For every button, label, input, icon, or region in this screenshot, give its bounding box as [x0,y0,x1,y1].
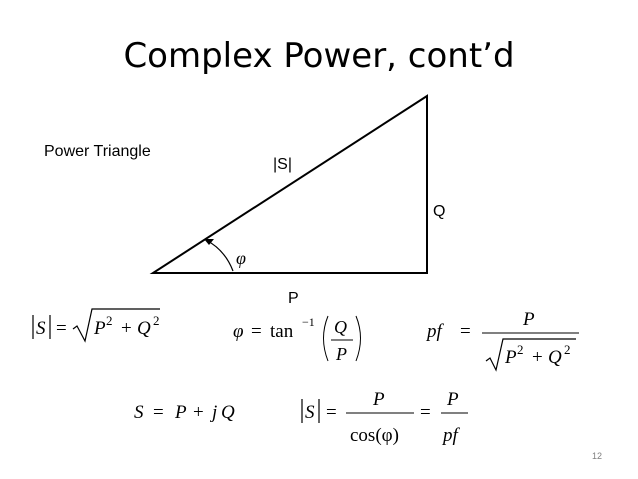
svg-text:P: P [504,347,517,368]
svg-text:2: 2 [106,313,113,328]
equation-magnitude: S = P 2 + Q 2 [32,308,160,343]
svg-text:=: = [460,321,471,342]
svg-text:P: P [174,402,187,423]
svg-text:=: = [251,321,262,342]
svg-text:2: 2 [564,342,571,357]
svg-text:S: S [134,402,144,423]
svg-text:Q: Q [548,347,562,368]
slide-title: Complex Power, cont’d [123,36,515,76]
svg-text:tan: tan [270,321,294,342]
power-triangle-label: Power Triangle [44,143,151,160]
page-number: 12 [591,451,602,461]
svg-text:P: P [335,344,347,364]
reactive-power-label: Q [433,203,446,220]
svg-text:=: = [56,318,67,339]
hypotenuse-label: |S| [273,156,292,173]
svg-text:2: 2 [517,342,524,357]
angle-symbol: φ [236,248,246,268]
equation-complex-power: S = P + j Q [134,402,235,423]
svg-text:P: P [372,389,385,410]
svg-text:P: P [93,318,106,339]
angle-arc [205,239,234,272]
svg-text:pf: pf [441,425,461,446]
svg-text:=: = [153,402,164,423]
svg-text:−1: −1 [302,315,315,329]
svg-text:Q: Q [334,317,347,337]
svg-text:Q: Q [137,318,151,339]
svg-text:=: = [326,402,337,423]
svg-text:cos(φ): cos(φ) [350,425,399,446]
svg-text:=: = [420,402,431,423]
svg-text:+: + [193,402,204,423]
equation-ratio: S = P cos(φ) = P pf [301,389,468,446]
angle-arrow-icon [204,239,214,245]
svg-text:φ: φ [233,321,244,342]
equation-angle: φ = tan −1 Q P [233,315,361,364]
real-power-label: P [288,290,299,307]
svg-text:2: 2 [153,313,160,328]
svg-text:pf: pf [425,321,445,342]
svg-text:j: j [209,402,217,423]
equation-power-factor: pf = P P 2 + Q 2 [425,309,579,372]
svg-text:S: S [305,402,315,423]
svg-text:+: + [532,347,543,368]
svg-text:S: S [36,318,46,339]
power-triangle [149,94,428,274]
svg-text:+: + [121,318,132,339]
svg-text:Q: Q [221,402,235,423]
svg-text:P: P [522,309,535,330]
svg-text:P: P [446,389,459,410]
